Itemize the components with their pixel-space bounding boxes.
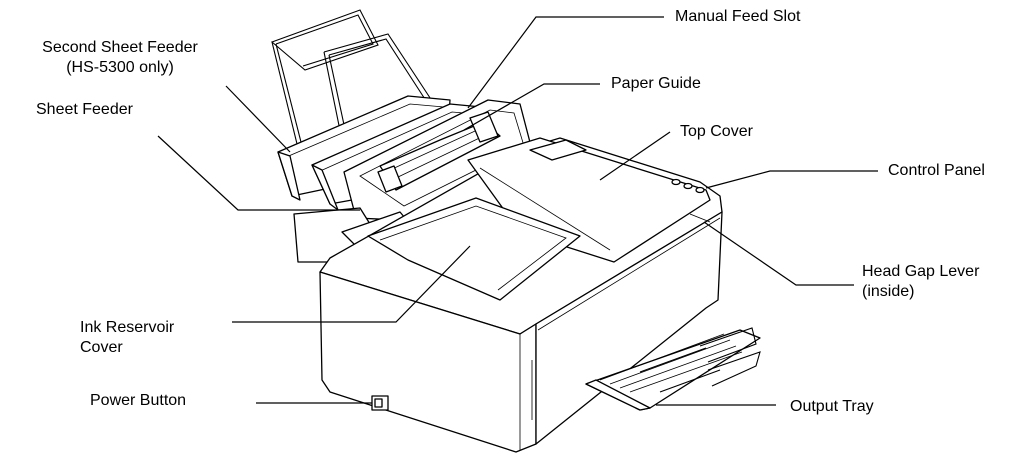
label-power-button: Power Button [90,392,187,409]
leader-ink-reservoir-cover [232,245,471,323]
paper-guide-assembly [343,99,533,221]
label-second-sheet-feeder-line1: Second Sheet Feeder [42,39,198,56]
label-manual-feed-slot: Manual Feed Slot [675,8,801,25]
leader-lines [157,16,878,406]
head-gap-lever-hint [689,213,711,223]
leader-paper-guide [463,83,600,131]
paper-support-wires [270,9,439,151]
label-ink-reservoir-cover-line1: Ink Reservoir [80,319,175,336]
label-control-panel: Control Panel [888,162,985,179]
label-top-cover: Top Cover [680,123,753,140]
label-ink-reservoir-cover-line2: Cover [80,339,123,356]
label-output-tray: Output Tray [790,398,874,415]
label-ink-reservoir-cover: Ink Reservoir Cover [80,318,174,358]
leader-top-cover [599,131,671,181]
label-head-gap-lever-line2: (inside) [862,283,915,300]
ink-reservoir-cover-panel [367,197,581,301]
leader-head-gap-lever [703,221,854,286]
label-head-gap-lever: Head Gap Lever (inside) [862,262,979,302]
label-second-sheet-feeder-line2: (HS-5300 only) [66,59,174,76]
leader-sheet-feeder [157,135,360,211]
leader-second-sheet-feeder [225,85,291,153]
leader-control-panel [705,170,878,189]
leader-manual-feed-slot [467,16,664,109]
control-panel-buttons [671,178,705,194]
label-paper-guide: Paper Guide [611,75,701,92]
label-head-gap-lever-line1: Head Gap Lever [862,263,980,280]
output-tray-illustration [585,327,761,411]
power-switch [371,395,389,411]
label-sheet-feeder: Sheet Feeder [36,101,133,118]
label-second-sheet-feeder: Second Sheet Feeder (HS-5300 only) [8,38,232,78]
